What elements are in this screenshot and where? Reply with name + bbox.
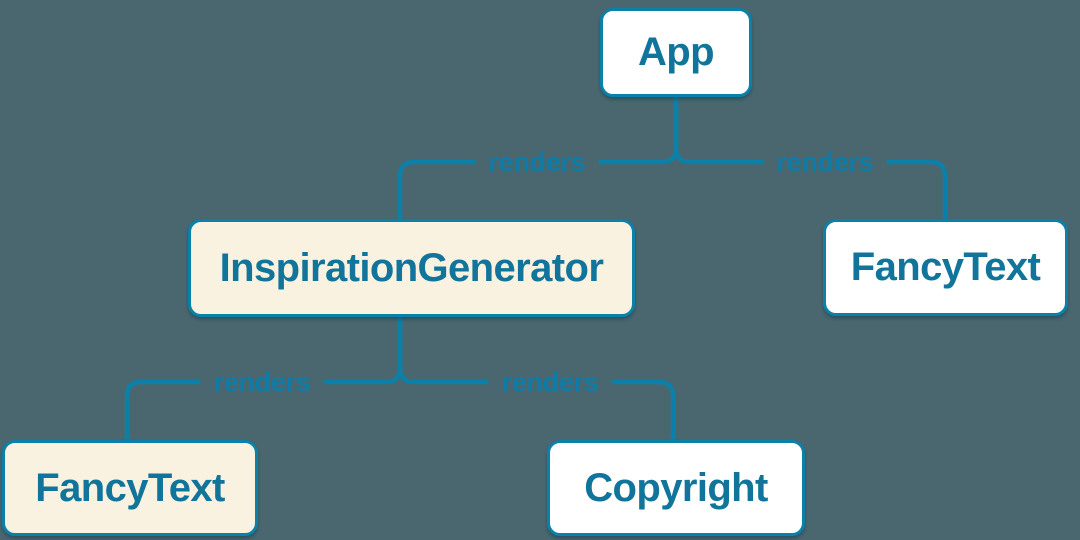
- node-fancy-text-right: FancyText: [823, 219, 1068, 316]
- edge-label-renders-app-fancytext: renders: [763, 145, 887, 179]
- node-inspiration-generator-label: InspirationGenerator: [219, 245, 604, 290]
- edge-label-renders-app-inspirationgenerator: renders: [475, 145, 599, 179]
- node-fancy-text-right-label: FancyText: [850, 245, 1041, 289]
- node-app-label: App: [638, 30, 715, 74]
- edge-label-renders-inspirationgenerator-fancytext: renders: [200, 365, 324, 399]
- node-inspiration-generator: InspirationGenerator: [188, 219, 635, 317]
- edge-label-renders-inspirationgenerator-copyright: renders: [488, 365, 612, 399]
- node-copyright: Copyright: [547, 440, 805, 536]
- node-fancy-text-bottom-label: FancyText: [35, 465, 225, 510]
- node-fancy-text-bottom: FancyText: [2, 440, 258, 536]
- node-app: App: [600, 8, 752, 97]
- node-copyright-label: Copyright: [584, 465, 768, 510]
